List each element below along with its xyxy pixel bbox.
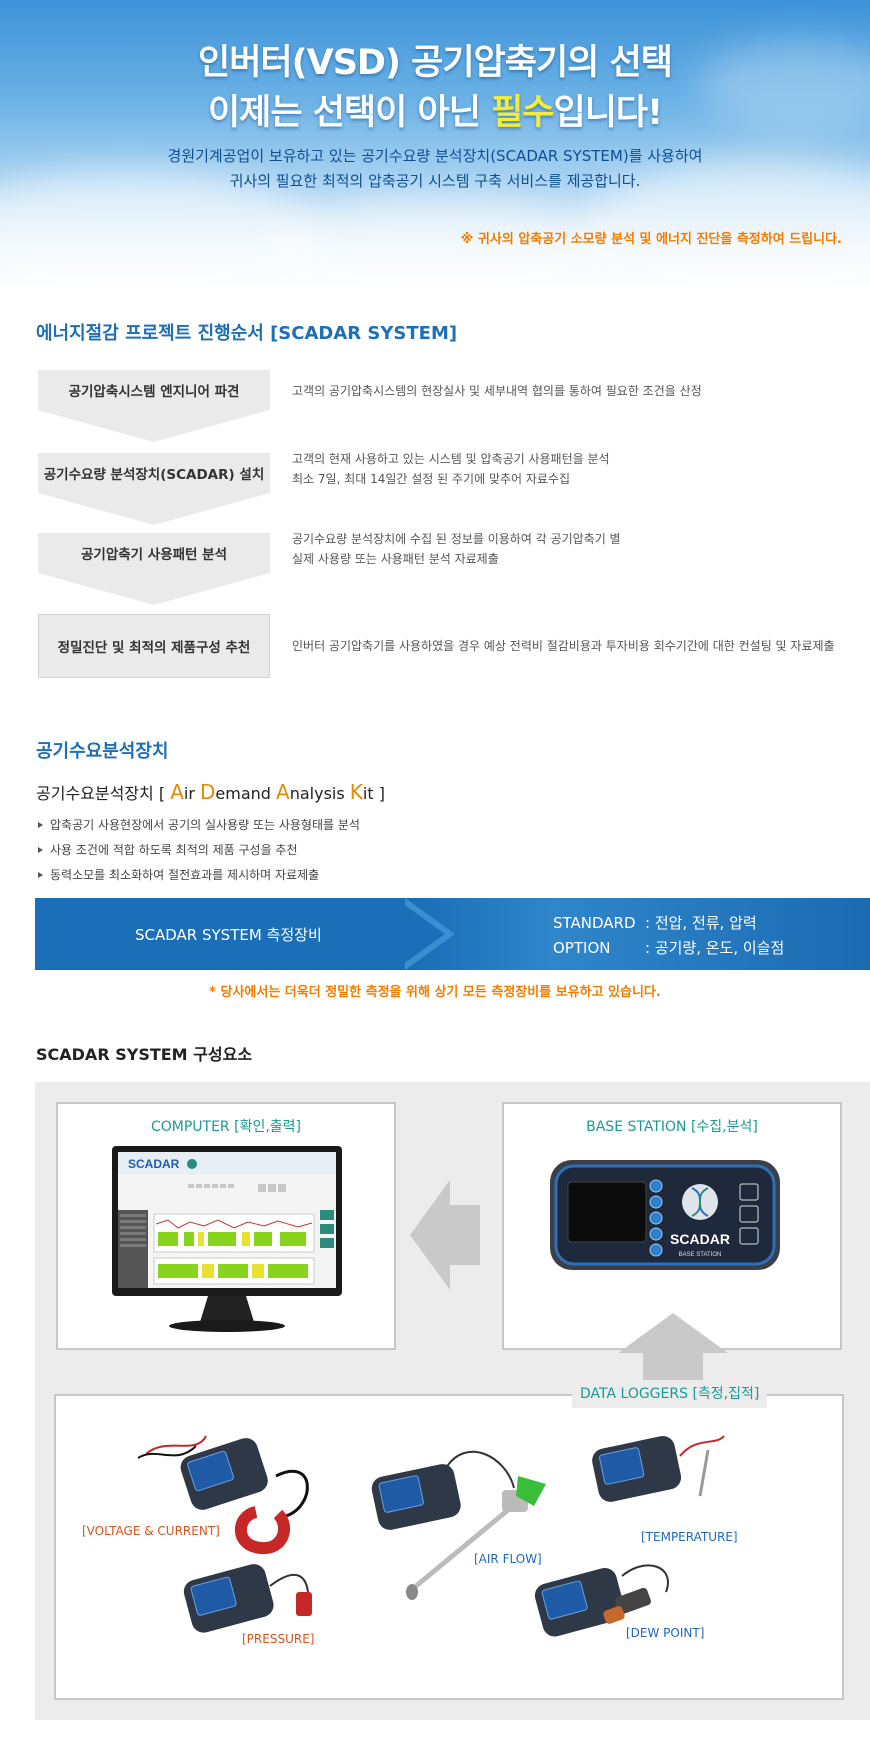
airflow-label: [AIR FLOW]: [474, 1552, 542, 1566]
hero-note: ※ 귀사의 압축공기 소모량 분석 및 에너지 진단을 측정하여 드립니다.: [460, 232, 842, 247]
arrow-left-icon: [410, 1180, 480, 1290]
banner-option: OPTION: 공기량, 온도, 이슬점: [553, 939, 785, 957]
temperature-label: [TEMPERATURE]: [641, 1530, 738, 1544]
data-loggers-card: [VOLTAGE & CURRENT] [AIR FLOW] [TEMPERAT…: [54, 1394, 844, 1700]
banner-standard: STANDARD: 전압, 전류, 압력: [553, 914, 757, 932]
pressure-logger-device: [183, 1564, 312, 1633]
list-item: 동력소모를 최소화하여 절전효과를 제시하며 자료제출: [38, 863, 360, 888]
airflow-logger-device: [371, 1450, 546, 1600]
components-title: SCADAR SYSTEM 구성요소: [36, 1045, 253, 1064]
banner-note: * 당사에서는 더욱더 정밀한 측정을 위해 상기 모든 측정장비를 보유하고 …: [209, 985, 661, 1000]
dewpoint-logger-device: [534, 1564, 669, 1637]
hero-banner: 인버터(VSD) 공기압축기의 선택 이제는 선택이 아닌 필수입니다! 경원기…: [0, 0, 870, 290]
hero-subtext-2: 귀사의 필요한 최적의 압축공기 시스템 구축 서비스를 제공합니다.: [229, 172, 641, 190]
step-arrow: [38, 493, 270, 525]
base-station-device: SCADAR BASE STATION: [550, 1160, 780, 1270]
step-description: 고객의 공기압축시스템의 현장실사 및 세부내역 협의를 통하여 필요한 조건을…: [292, 384, 702, 398]
banner-label: SCADAR SYSTEM 측정장비: [135, 926, 322, 944]
computer-card: COMPUTER [확인,출력] SCADAR: [56, 1102, 396, 1350]
screen-logo: SCADAR: [128, 1157, 180, 1171]
pressure-label: [PRESSURE]: [242, 1632, 315, 1646]
process-step-1: 공기압축시스템 엔지니어 파견: [38, 370, 270, 442]
step-description: 고객의 현재 사용하고 있는 시스템 및 압축공기 사용패턴을 분석 최소 7일…: [292, 452, 610, 486]
kit-title: 공기수요분석장치 [ Air Demand Analysis Kit ]: [36, 780, 385, 804]
arrow-up-icon: [618, 1313, 728, 1383]
hero-subtext-1: 경원기계공업이 보유하고 있는 공기수요량 분석장치(SCADAR SYSTEM…: [167, 147, 703, 165]
equipment-banner: SCADAR SYSTEM 측정장비 STANDARD: 전압, 전류, 압력 …: [35, 898, 870, 970]
monitor-illustration: SCADAR: [112, 1146, 342, 1332]
base-station-card: BASE STATION [수집,분석] SCADAR BASE STATION: [502, 1102, 842, 1350]
process-step-4: 정밀진단 및 최적의 제품구성 추천: [38, 614, 270, 678]
step-arrow: [38, 573, 270, 605]
list-item: 압축공기 사용현장에서 공기의 실사용량 또는 사용형태를 분석: [38, 813, 360, 838]
data-loggers-illustration: [137, 1435, 725, 1637]
process-step-3: 공기압축기 사용패턴 분석: [38, 533, 270, 605]
chevron-shape: [395, 898, 445, 970]
step-arrow: [38, 410, 270, 442]
process-step-2: 공기수요량 분석장치(SCADAR) 설치: [38, 453, 270, 525]
hero-highlight: 필수: [491, 93, 554, 133]
analysis-title: 공기수요분석장치: [36, 741, 169, 762]
process-title: 에너지절감 프로젝트 진행순서 [SCADAR SYSTEM]: [36, 323, 458, 344]
device-logo: SCADAR: [670, 1231, 730, 1247]
device-sub: BASE STATION: [679, 1252, 722, 1258]
computer-title: COMPUTER [확인,출력]: [150, 1119, 302, 1135]
hero-headline-2: 이제는 선택이 아닌 필수입니다!: [207, 93, 663, 133]
hero-headline-1: 인버터(VSD) 공기압축기의 선택: [198, 43, 673, 83]
step-label: 정밀진단 및 최적의 제품구성 추천: [38, 614, 270, 678]
step-description: 공기수요량 분석장치에 수집 된 정보를 이용하여 각 공기압축기 별 실제 사…: [292, 532, 621, 566]
step-description: 인버터 공기압축기를 사용하였을 경우 예상 전력비 절감비용과 투자비용 회수…: [292, 639, 835, 653]
step-label: 공기수요량 분석장치(SCADAR) 설치: [38, 453, 270, 493]
voltage-logger-device: [137, 1435, 309, 1555]
data-loggers-title: DATA LOGGERS [측정,집적]: [572, 1380, 768, 1408]
temperature-logger-device: [592, 1435, 725, 1502]
step-label: 공기압축기 사용패턴 분석: [38, 533, 270, 573]
voltage-current-label: [VOLTAGE & CURRENT]: [82, 1524, 220, 1538]
base-station-title: BASE STATION [수집,분석]: [586, 1119, 758, 1135]
list-item: 사용 조건에 적합 하도록 최적의 제품 구성을 추천: [38, 838, 360, 863]
step-label: 공기압축시스템 엔지니어 파견: [38, 370, 270, 410]
components-panel: COMPUTER [확인,출력] SCADAR: [35, 1082, 870, 1720]
kit-bullet-list: 압축공기 사용현장에서 공기의 실사용량 또는 사용형태를 분석 사용 조건에 …: [38, 813, 360, 888]
dewpoint-label: [DEW POINT]: [626, 1626, 705, 1640]
